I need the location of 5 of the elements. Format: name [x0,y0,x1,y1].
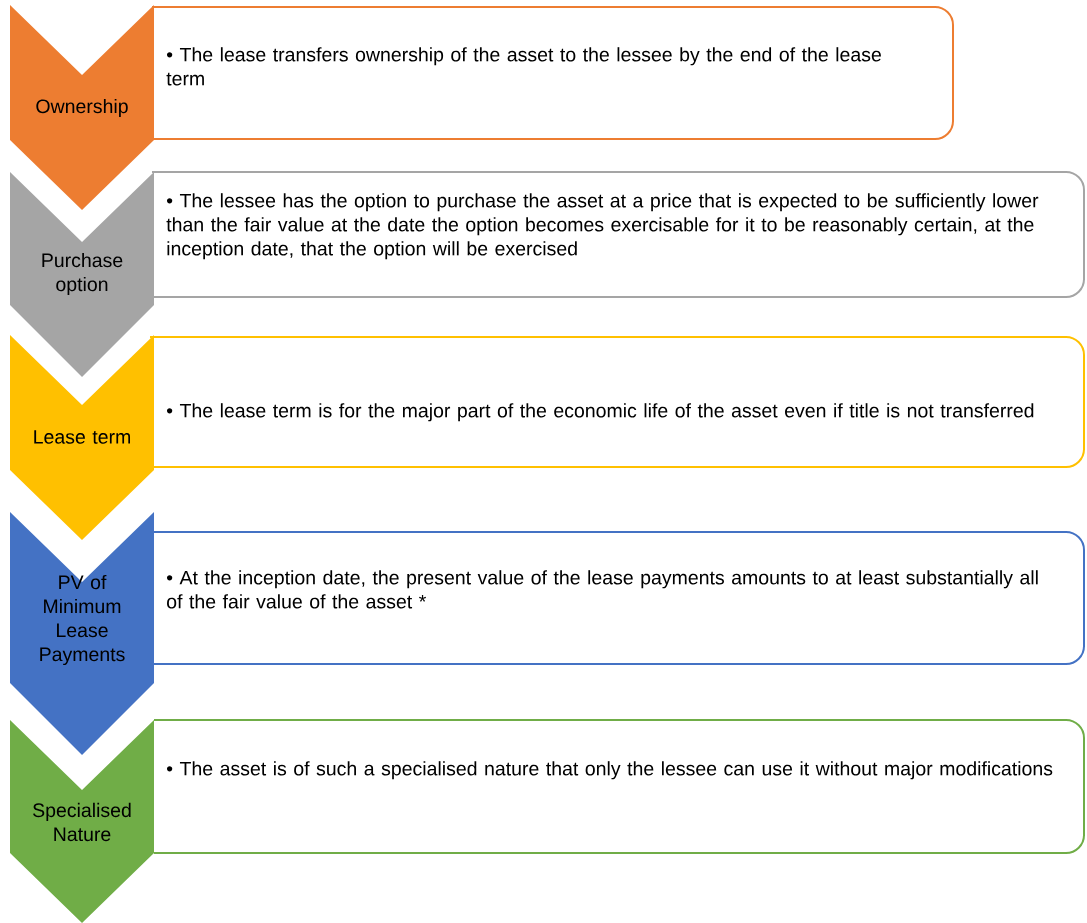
text-box: • The asset is of such a specialised nature that only the lessee can use it without major modifications [153,719,1085,854]
text-box: • The lease term is for the major part of the economic life of the asset even if title is not transferred [149,336,1085,468]
text-box: • The lease transfers ownership of the asset to the lessee by the end of the lease term [151,6,954,140]
text-box: • The lessee has the option to purchase the asset at a price that is expected to be sufficiently lower than the fair value at the date the option becomes exercisable for it to be reasonably certain, at the inception date, that the option will be exercised [151,171,1085,298]
text-box: • At the inception date, the present value of the lease payments amounts to at least substantially all of the fair value of the asset * [153,531,1085,665]
